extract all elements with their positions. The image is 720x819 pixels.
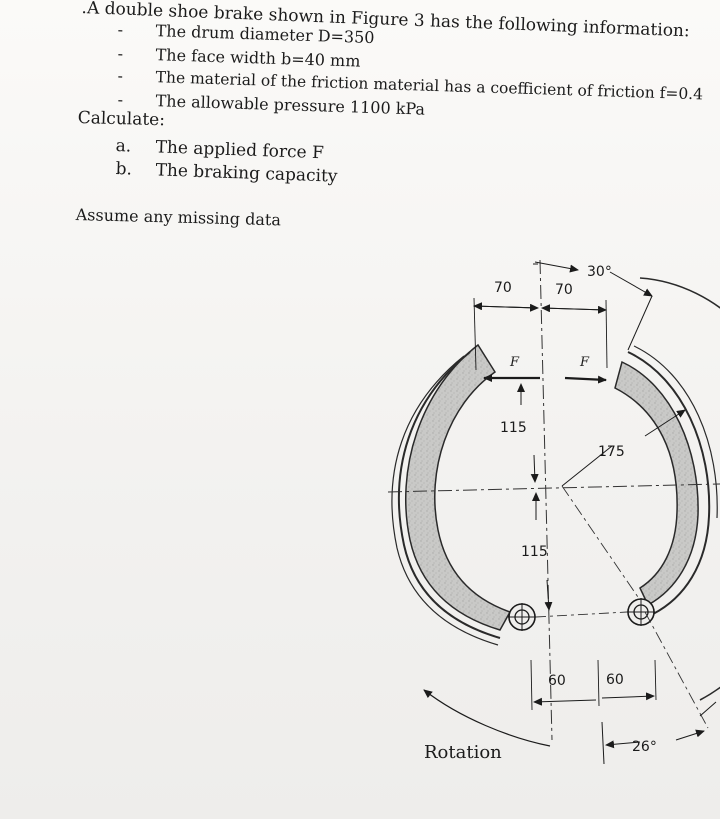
- rotation-arrow: [423, 689, 551, 747]
- dim-upper-height: 115: [500, 420, 527, 436]
- right-pivot: [627, 598, 655, 626]
- rotation-label: Rotation: [424, 742, 502, 763]
- right-shoe: [614, 345, 718, 615]
- dim-radius: 175: [598, 444, 625, 460]
- drum-arc: [639, 277, 720, 701]
- dim-lower-height: 115: [521, 544, 548, 560]
- left-shoe: [391, 343, 512, 646]
- horizontal-centerline: [387, 483, 720, 493]
- force-label-left: F: [509, 355, 520, 370]
- dim-right-offset: 70: [555, 282, 573, 298]
- left-pivot: [508, 603, 536, 631]
- force-label-right: F: [579, 355, 590, 370]
- vertical-centerline: [539, 259, 553, 741]
- dim-pivot-right: 60: [606, 672, 624, 688]
- dim-angle-bottom: 26°: [632, 739, 657, 755]
- dim-angle-top: 30°: [587, 264, 612, 280]
- dim-pivot-left: 60: [548, 673, 566, 689]
- dim-left-offset: 70: [494, 280, 512, 296]
